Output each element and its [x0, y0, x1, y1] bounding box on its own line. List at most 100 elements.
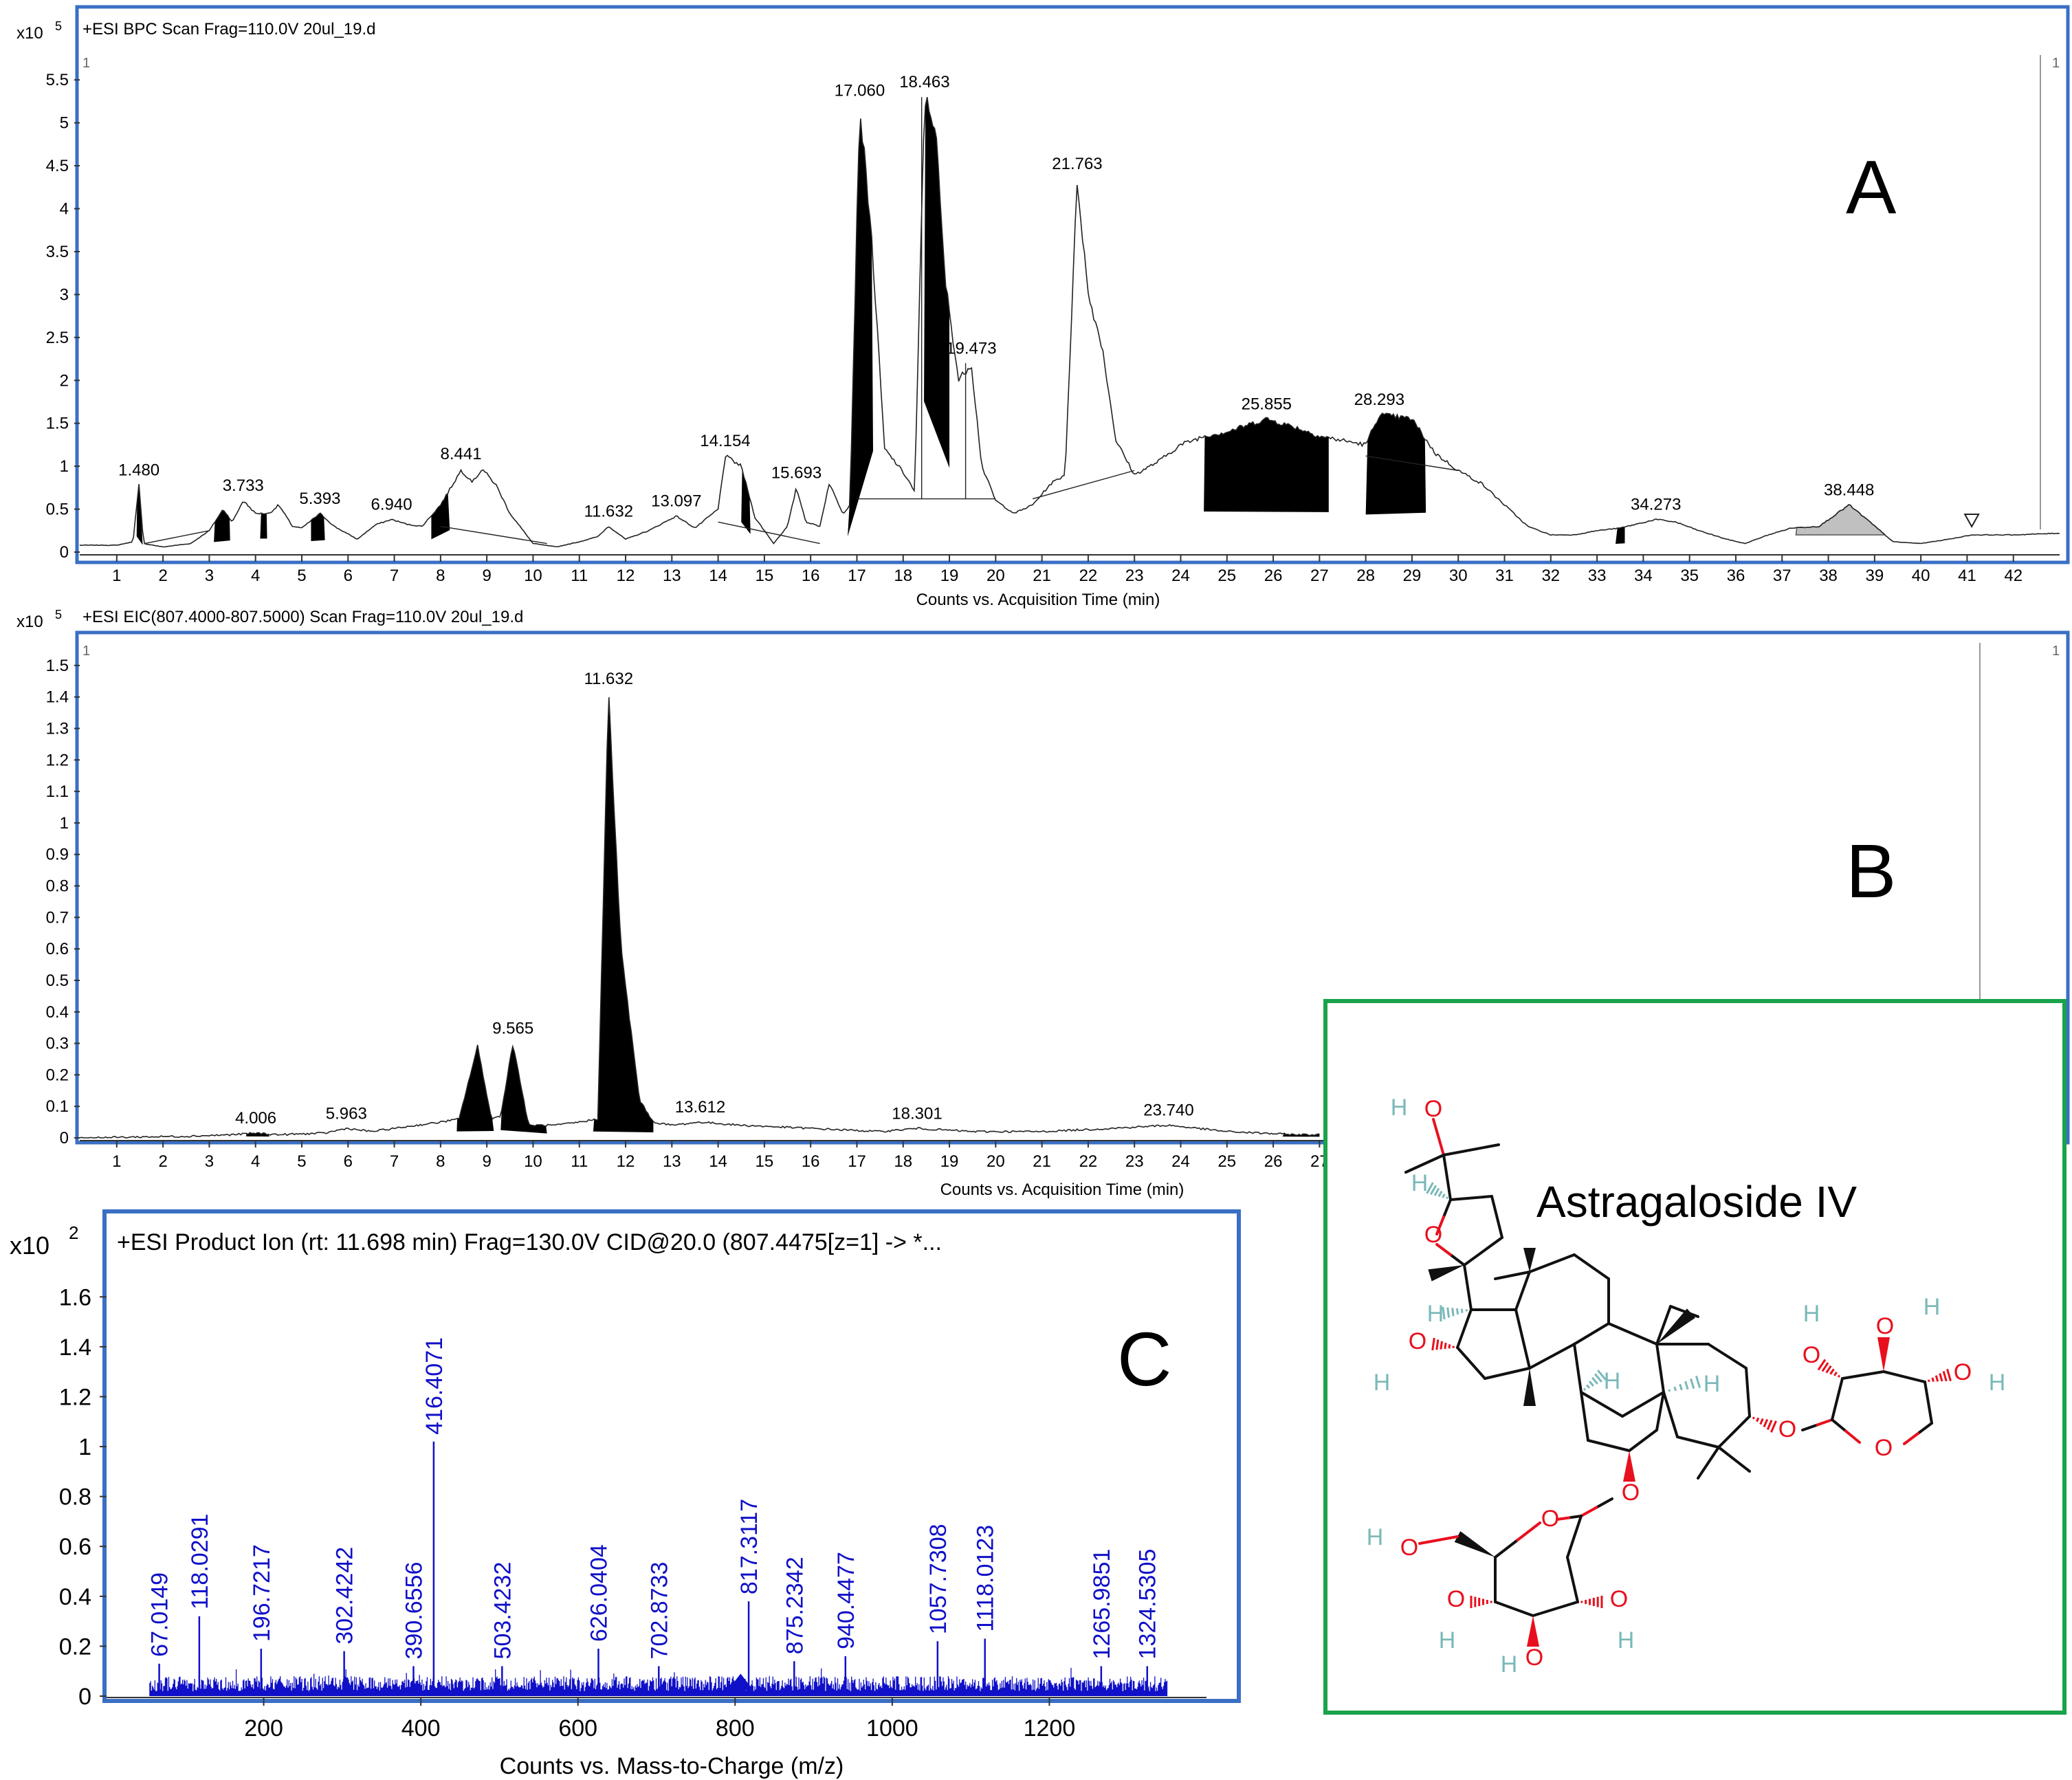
- peak-label: 4.006: [235, 1109, 276, 1128]
- y-tick-label: 0: [78, 1684, 91, 1710]
- hash-bond: [1442, 1306, 1446, 1320]
- integrated-peak-area: [848, 118, 874, 537]
- x-tick-label: 14: [709, 567, 727, 585]
- peak-mz-label: 416.4071: [421, 1337, 448, 1435]
- hash-bond: [1825, 1365, 1832, 1374]
- bond: [1831, 1377, 1844, 1421]
- bond: [1655, 1343, 1665, 1394]
- x-tick-label: 7: [390, 1152, 399, 1171]
- bond: [1903, 1432, 1919, 1445]
- x-tick-label: 16: [802, 567, 820, 585]
- x-tick-label: 23: [1125, 567, 1144, 585]
- wedge-bond: [1623, 1451, 1635, 1482]
- y-tick-label: 1.4: [46, 688, 69, 707]
- panel-a-header: +ESI BPC Scan Frag=110.0V 20ul_19.d: [82, 20, 376, 39]
- bond: [1676, 1436, 1720, 1449]
- x-tick-label: 1200: [1024, 1715, 1076, 1741]
- x-tick-label: 23: [1125, 1152, 1144, 1171]
- bond: [1580, 1506, 1598, 1517]
- bond: [1514, 1308, 1531, 1370]
- bond: [1669, 1305, 1699, 1318]
- wedge-bond: [1523, 1368, 1536, 1406]
- integration-baseline: [1365, 455, 1459, 472]
- oxygen-atom: O: [1954, 1359, 1972, 1385]
- oxygen-atom: O: [1622, 1480, 1640, 1506]
- bond: [1484, 1367, 1531, 1380]
- x-tick-label: 28: [1356, 567, 1375, 585]
- bond: [1494, 1271, 1531, 1280]
- bond: [1917, 1422, 1933, 1435]
- bond: [1587, 1439, 1631, 1452]
- panel-b-scale-exp: 5: [55, 608, 62, 622]
- y-tick-label: 1.2: [59, 1384, 91, 1410]
- bond: [1490, 1195, 1503, 1239]
- bond: [1595, 1497, 1613, 1509]
- bond: [1628, 1429, 1658, 1452]
- x-tick-label: 6: [344, 1152, 353, 1171]
- hash-bond: [1442, 1193, 1446, 1198]
- hydrogen-atom: H: [1704, 1371, 1721, 1397]
- x-tick-label: 11: [571, 567, 588, 585]
- bond: [1404, 1154, 1445, 1174]
- hydrogen-atom: H: [1374, 1370, 1391, 1396]
- compound-name: Astragaloside IV: [1536, 1177, 1857, 1227]
- hydrogen-atom: H: [1391, 1095, 1408, 1121]
- hash-bond: [1833, 1372, 1838, 1376]
- hash-bond: [1445, 1196, 1449, 1200]
- y-tick-label: 3.5: [46, 243, 69, 261]
- y-tick-label: 1: [60, 814, 69, 833]
- x-tick-label: 6: [344, 567, 353, 585]
- panel-b-index-right: 1: [2052, 644, 2060, 659]
- x-tick-label: 35: [1680, 567, 1699, 585]
- hash-bond: [1435, 1339, 1440, 1350]
- x-tick-label: 10: [524, 1152, 542, 1171]
- panel-b-x-axis-label: Counts vs. Acquisition Time (min): [940, 1180, 1184, 1199]
- bond: [1463, 1264, 1473, 1311]
- chromatogram-trace: [79, 697, 1320, 1139]
- oxygen-atom: O: [1424, 1222, 1442, 1248]
- bond: [1882, 1370, 1926, 1383]
- bond: [1442, 1143, 1500, 1156]
- peak-label: 5.963: [326, 1104, 367, 1123]
- panel-a-index-left: 1: [82, 56, 90, 71]
- y-tick-label: 0.5: [46, 971, 69, 990]
- hash-bond: [1770, 1420, 1777, 1433]
- peak-label: 5.393: [299, 490, 340, 508]
- peak-mz-label: 390.6556: [401, 1562, 427, 1660]
- x-tick-label: 7: [390, 567, 399, 585]
- y-tick-label: 0.9: [46, 846, 69, 864]
- oxygen-atom: O: [1400, 1535, 1418, 1561]
- panel-a-letter: A: [1846, 145, 1897, 230]
- peak-mz-label: 1265.9851: [1089, 1549, 1115, 1660]
- x-tick-label: 1: [112, 1152, 121, 1171]
- hash-bond: [1446, 1307, 1451, 1318]
- panel-c: x10 2 +ESI Product Ion (rt: 11.698 min) …: [10, 1209, 1241, 1779]
- x-tick-label: 3: [205, 567, 214, 585]
- hydrogen-atom: H: [1411, 1170, 1429, 1196]
- panel-a-x-axis-label: Counts vs. Acquisition Time (min): [916, 591, 1160, 609]
- peak-mz-label: 702.8733: [646, 1562, 672, 1660]
- x-tick-label: 25: [1217, 567, 1236, 585]
- peak-label: 21.763: [1052, 155, 1102, 173]
- x-tick-label: 27: [1310, 567, 1329, 585]
- x-tick-label: 2: [158, 567, 167, 585]
- integrated-peak-area: [456, 1044, 494, 1132]
- panel-a-index-right: 1: [2052, 56, 2060, 71]
- y-tick-label: 2: [60, 371, 69, 390]
- x-tick-label: 37: [1773, 567, 1792, 585]
- hash-bond: [1927, 1379, 1930, 1383]
- y-tick-label: 0.4: [46, 1003, 69, 1022]
- bond: [1831, 1418, 1847, 1433]
- y-tick-label: 0.6: [46, 940, 69, 958]
- bond: [1456, 1308, 1473, 1349]
- hash-bond: [1668, 1389, 1671, 1392]
- x-tick-label: 42: [2004, 567, 2023, 585]
- hash-bond: [1931, 1377, 1935, 1382]
- hash-bond: [1444, 1342, 1447, 1350]
- panel-c-scale-exp: 2: [69, 1222, 78, 1243]
- bond: [1532, 1601, 1579, 1617]
- bond: [1514, 1271, 1531, 1311]
- gray-peak-area: [1795, 504, 1885, 536]
- x-tick-label: 800: [716, 1715, 755, 1741]
